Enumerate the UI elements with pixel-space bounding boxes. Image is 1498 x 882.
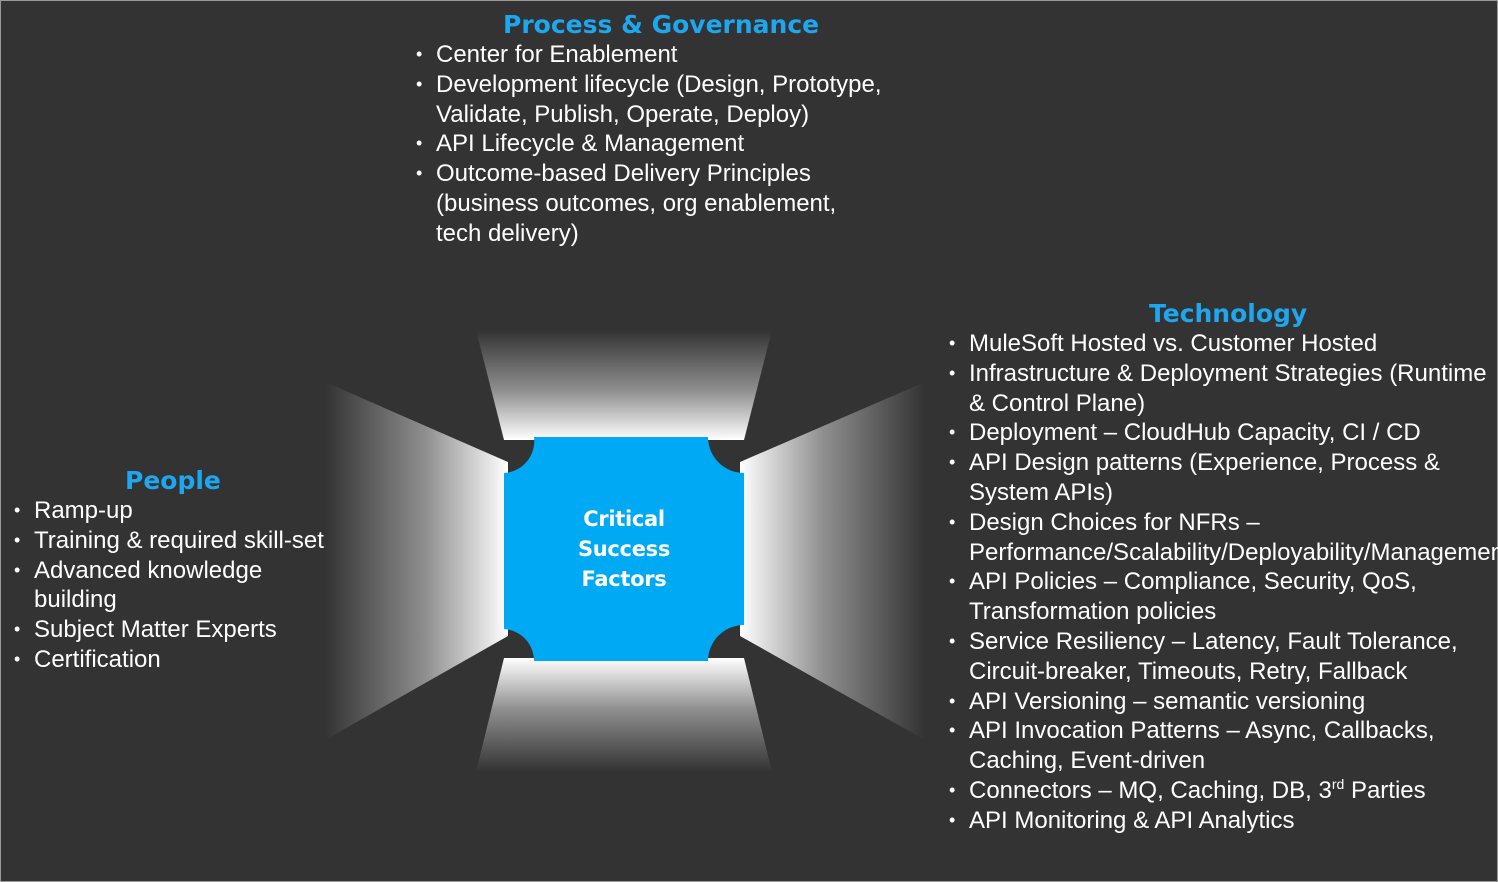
process-governance-section: Process & Governance Center for Enableme… [416, 10, 886, 249]
technology-item-connectors: Connectors – MQ, Caching, DB, 3rd Partie… [949, 776, 1494, 806]
technology-item: API Monitoring & API Analytics [949, 806, 1494, 836]
people-list: Ramp-up Training & required skill-set Ad… [14, 496, 324, 675]
process-item: Center for Enablement [416, 40, 886, 70]
people-item: Training & required skill-set [14, 526, 324, 556]
technology-item: MuleSoft Hosted vs. Customer Hosted [949, 329, 1494, 359]
connectors-text-end: Parties [1344, 776, 1426, 804]
technology-item: Infrastructure & Deployment Strategies (… [949, 359, 1494, 419]
process-item: Development lifecycle (Design, Prototype… [416, 70, 886, 130]
center-title-line-1: Critical [583, 507, 665, 531]
connectors-text: Connectors – MQ, Caching, DB, 3 [969, 776, 1332, 804]
people-item: Subject Matter Experts [14, 615, 324, 645]
technology-title: Technology [1149, 299, 1308, 328]
people-title: People [125, 466, 221, 495]
beam-bottom [476, 658, 772, 772]
technology-item: Deployment – CloudHub Capacity, CI / CD [949, 418, 1494, 448]
technology-item: API Policies – Compliance, Security, QoS… [949, 567, 1494, 627]
technology-section: Technology MuleSoft Hosted vs. Customer … [949, 299, 1498, 836]
technology-item: API Versioning – semantic versioning [949, 687, 1494, 717]
beam-top [476, 330, 772, 440]
technology-item: API Invocation Patterns – Async, Callbac… [949, 716, 1494, 776]
people-section: People Ramp-up Training & required skill… [14, 466, 324, 675]
center-title: Critical Success Factors [544, 504, 704, 594]
center-title-line-2: Success [577, 537, 671, 561]
ordinal-suffix: rd [1331, 775, 1345, 792]
technology-item: Service Resiliency – Latency, Fault Tole… [949, 627, 1494, 687]
beam-left [325, 382, 508, 740]
people-item: Advanced knowledge building [14, 556, 324, 616]
critical-success-factors-box: Critical Success Factors [504, 437, 744, 661]
center-title-line-3: Factors [581, 567, 667, 591]
beam-right [740, 382, 925, 740]
people-item: Ramp-up [14, 496, 324, 526]
center-box-shape [504, 437, 744, 661]
people-item: Certification [14, 645, 324, 675]
process-governance-list: Center for Enablement Development lifecy… [416, 40, 886, 249]
technology-item: API Design patterns (Experience, Process… [949, 448, 1494, 508]
process-item: API Lifecycle & Management [416, 129, 886, 159]
process-item: Outcome-based Delivery Principles (busin… [416, 159, 886, 248]
technology-item: Design Choices for NFRs – Performance/Sc… [949, 508, 1498, 568]
process-governance-title: Process & Governance [503, 10, 820, 39]
technology-list: MuleSoft Hosted vs. Customer Hosted Infr… [949, 329, 1498, 836]
